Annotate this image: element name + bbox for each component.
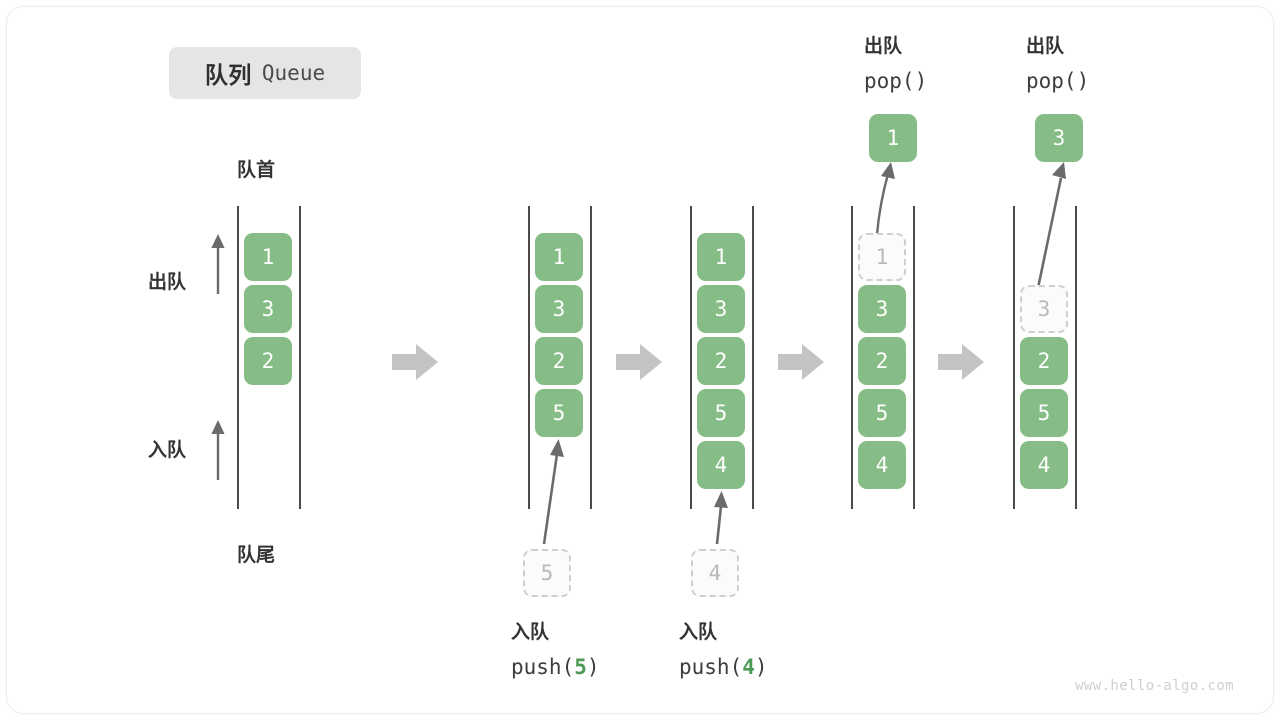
push-label-code: push(5) [511,650,600,684]
popped-element: 1 [869,114,917,162]
queue-rail-right-4 [913,206,915,509]
queue-rail-left-3 [690,206,692,509]
pop-arrow-3 [1036,162,1066,289]
queue-rail-left-1 [237,206,239,509]
queue-rail-right-1 [299,206,301,509]
queue-element-new: 5 [535,389,583,437]
transition-arrow [938,344,984,380]
popped-element: 3 [1035,114,1083,162]
pop-label-3: 出队 pop() [1026,30,1089,98]
queue-rail-left-2 [528,206,530,509]
push-code-prefix: push( [679,655,743,679]
queue-element: 4 [858,441,906,489]
queue-element: 1 [244,233,292,281]
title-badge: 队列 Queue [169,47,361,99]
queue-element: 3 [858,285,906,333]
push-label-5: 入队 push(5) [511,616,600,684]
title-cn: 队列 [204,62,252,88]
queue-element: 2 [697,337,745,385]
enqueue-direction-arrow [211,420,225,480]
queue-element: 2 [1020,337,1068,385]
pop-label-cn: 出队 [1026,36,1065,57]
ghost-element: 3 [1020,285,1068,333]
push-arrow-4 [714,491,728,545]
queue-element: 3 [697,285,745,333]
pop-label-code: pop() [1026,69,1090,93]
queue-element: 1 [697,233,745,281]
push-label-4: 入队 push(4) [679,616,768,684]
dequeue-label: 出队 [148,272,187,293]
push-code-prefix: push( [511,655,575,679]
queue-rail-right-2 [590,206,592,509]
pop-label-1: 出队 pop() [864,30,927,98]
push-label-cn: 入队 [511,622,550,643]
queue-element: 5 [1020,389,1068,437]
pop-label-cn: 出队 [864,36,903,57]
push-label-cn: 入队 [679,622,718,643]
queue-element-new: 4 [697,441,745,489]
front-label: 队首 [237,160,276,181]
queue-rail-right-3 [752,206,754,509]
watermark: www.hello-algo.com [1075,678,1234,694]
pop-label-code: pop() [864,69,928,93]
queue-rail-right-5 [1075,206,1077,509]
queue-element: 2 [535,337,583,385]
transition-arrow [616,344,662,380]
push-code-suffix: ) [754,655,768,679]
queue-rail-left-5 [1013,206,1015,509]
rear-label: 队尾 [237,545,276,566]
push-label-code: push(4) [679,650,768,684]
queue-element: 3 [244,285,292,333]
queue-element: 2 [858,337,906,385]
push-code-arg: 4 [742,655,755,679]
transition-arrow [778,344,824,380]
queue-element: 5 [858,389,906,437]
push-code-suffix: ) [586,655,600,679]
push-arrow-5 [542,439,564,545]
queue-element: 2 [244,337,292,385]
queue-element: 4 [1020,441,1068,489]
ghost-element: 5 [523,549,571,597]
queue-element: 3 [535,285,583,333]
ghost-element: 1 [858,233,906,281]
ghost-element: 4 [691,549,739,597]
queue-element: 5 [697,389,745,437]
push-code-arg: 5 [574,655,587,679]
title-en: Queue [261,61,326,85]
queue-element: 1 [535,233,583,281]
queue-rail-left-4 [851,206,853,509]
enqueue-label: 入队 [148,440,187,461]
pop-arrow-1 [875,162,895,235]
dequeue-direction-arrow [211,234,225,294]
transition-arrow [392,344,438,380]
